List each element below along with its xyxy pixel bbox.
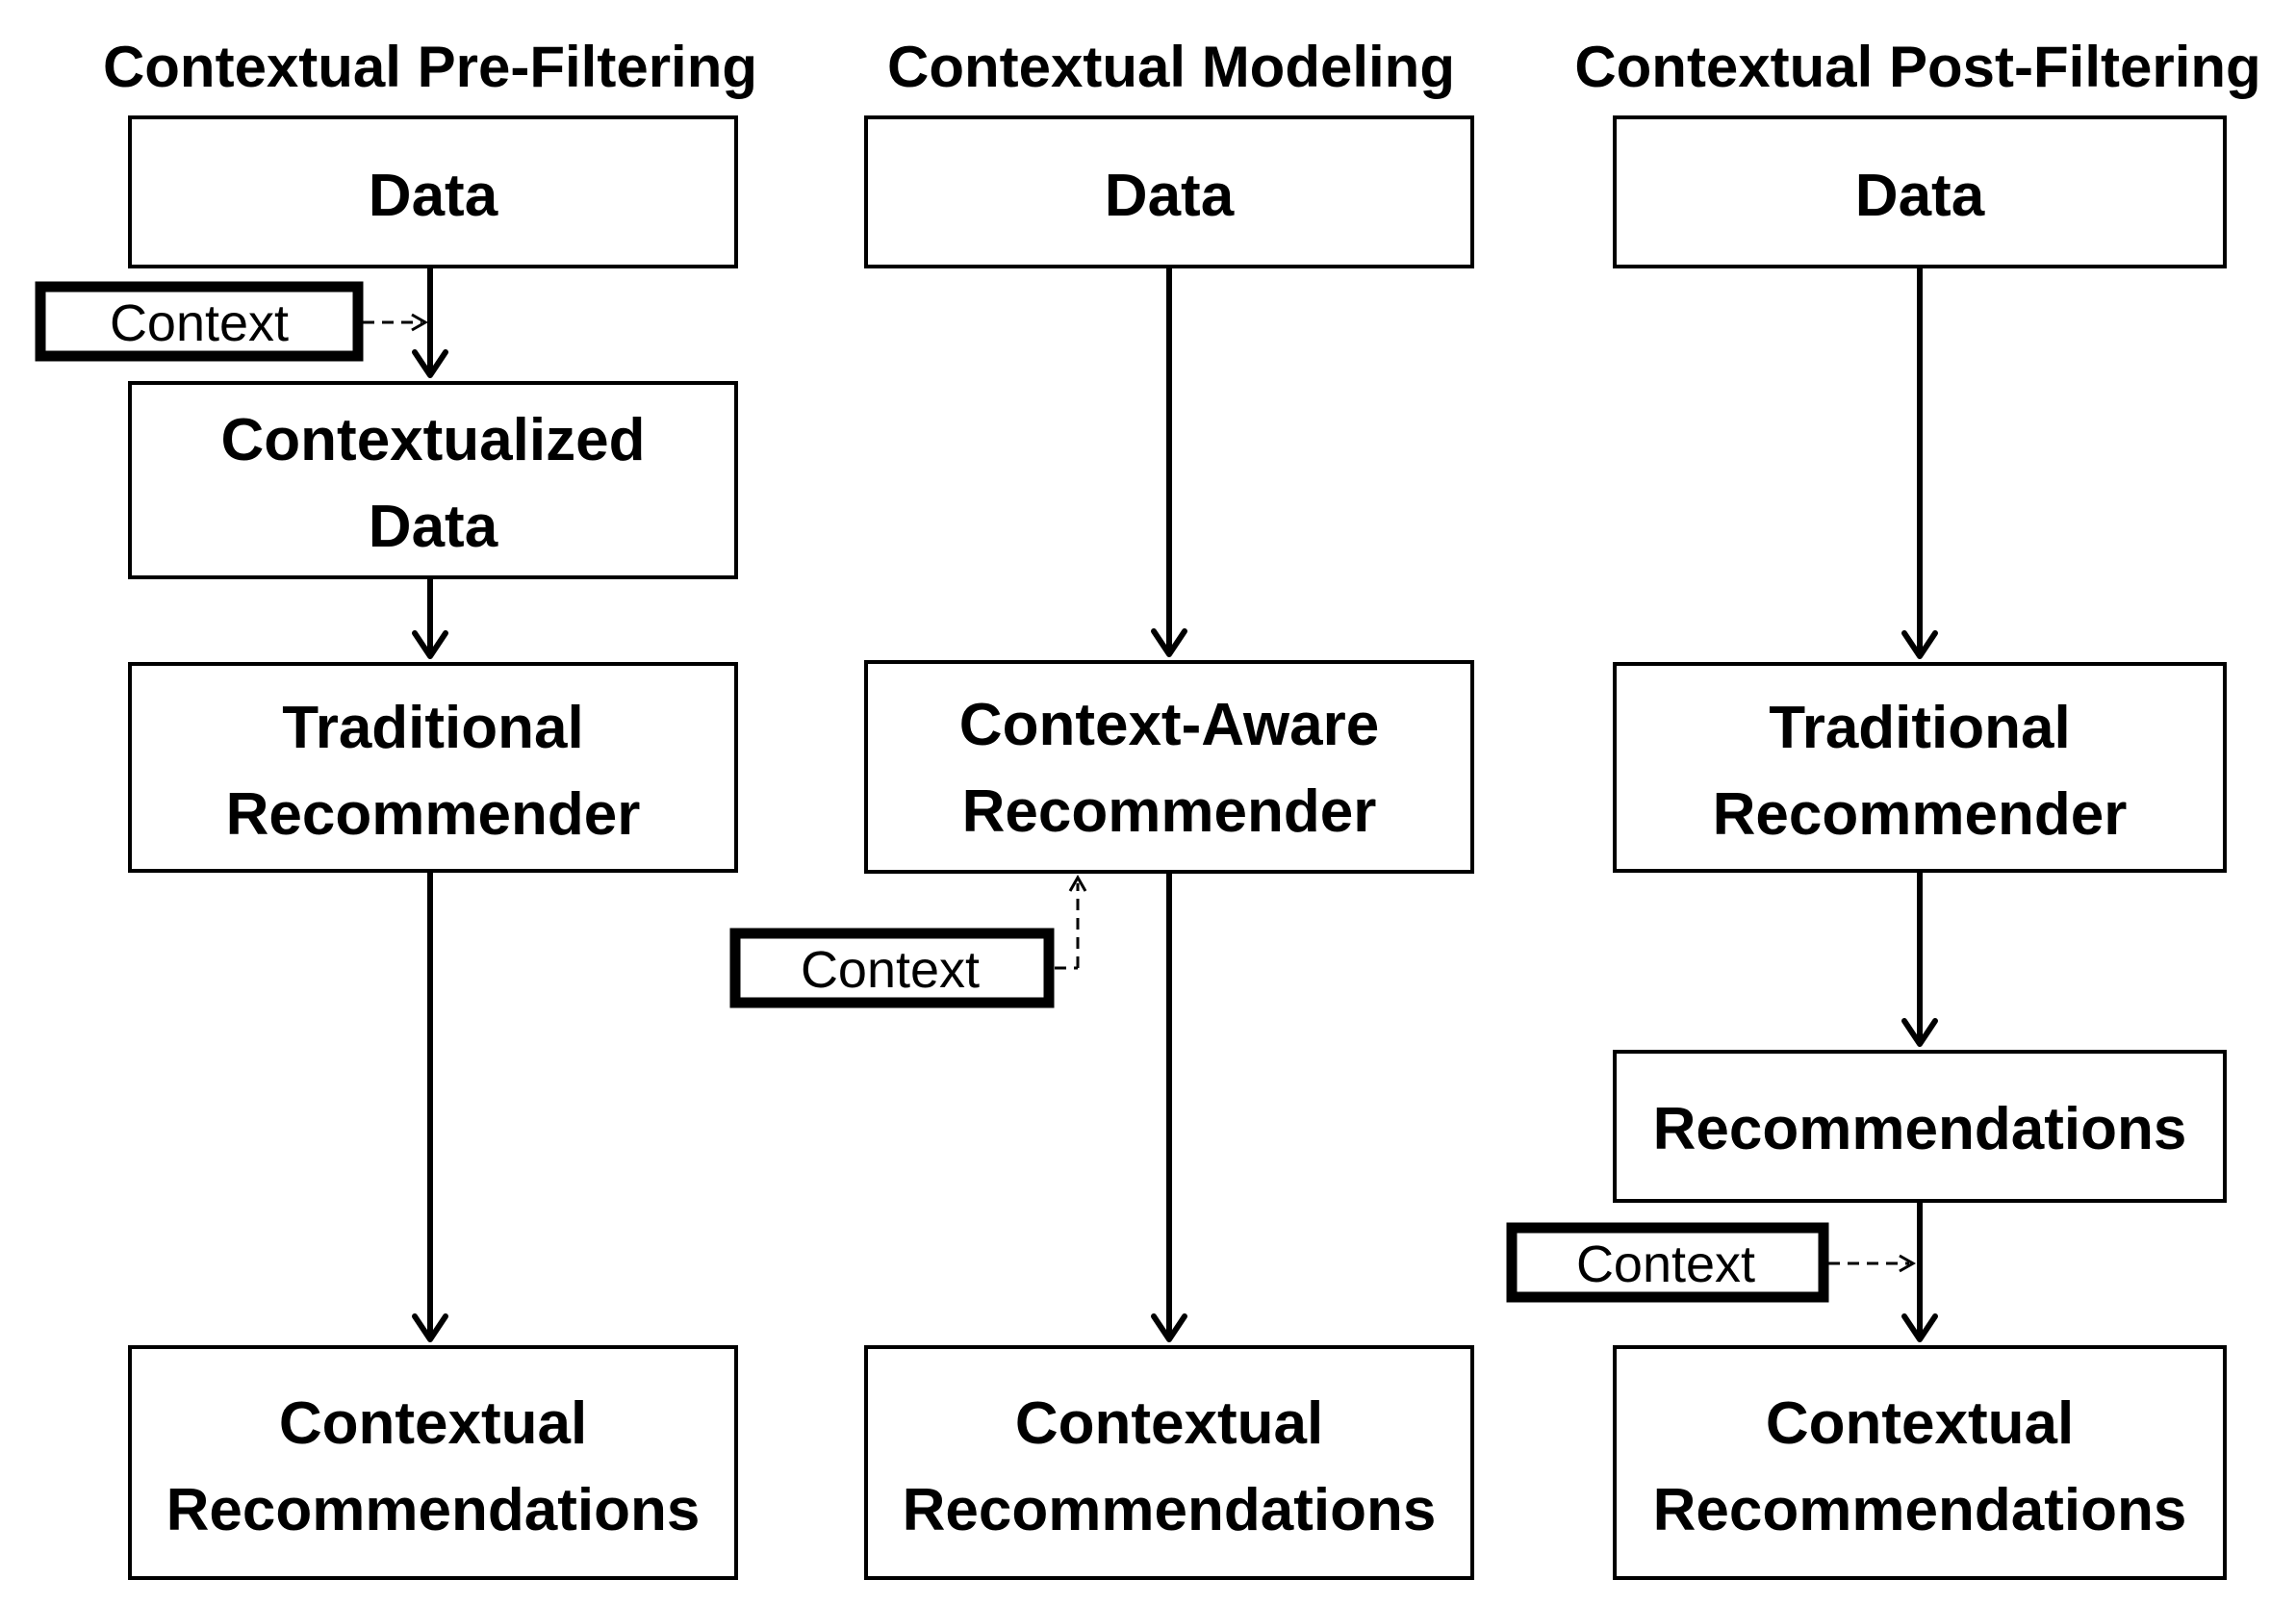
dashed-arrow-head bbox=[1068, 874, 1087, 892]
context-aware-recommender-box bbox=[864, 660, 1474, 874]
contextual-recommendations-box bbox=[864, 1345, 1474, 1580]
data-box bbox=[864, 115, 1474, 268]
context-box bbox=[729, 928, 1055, 1008]
contextualized-data-box bbox=[128, 381, 738, 579]
recommendations-box bbox=[1613, 1050, 2227, 1203]
data-box-label: Data bbox=[1105, 163, 1235, 229]
column-title-post-filtering: Contextual Post-Filtering bbox=[1574, 35, 2260, 99]
arrow-head bbox=[1151, 628, 1187, 657]
column-title-modeling: Contextual Modeling bbox=[887, 35, 1455, 99]
data-box bbox=[1613, 115, 2227, 268]
arrow-head bbox=[412, 1313, 448, 1342]
contextual-recommendations-box bbox=[1613, 1345, 2227, 1580]
dashed-arrow-head bbox=[1899, 1254, 1917, 1273]
context-box bbox=[35, 281, 364, 362]
arrow-head bbox=[412, 630, 448, 659]
context-box bbox=[1506, 1222, 1829, 1303]
arrow-head bbox=[1901, 1018, 1938, 1047]
arrow-head bbox=[1151, 1313, 1187, 1342]
traditional-recommender-box bbox=[1613, 662, 2227, 873]
contextual-recommendations-box bbox=[128, 1345, 738, 1580]
arrow-head bbox=[412, 349, 448, 378]
recommendations-label: Recommendations bbox=[1653, 1096, 2187, 1162]
context-box-label: Context bbox=[1576, 1236, 1755, 1293]
context-box-label: Context bbox=[110, 294, 289, 352]
data-box-label: Data bbox=[1855, 163, 1985, 229]
context-box-label: Context bbox=[801, 941, 980, 999]
data-box-label: Data bbox=[369, 163, 498, 229]
arrow-head bbox=[1901, 630, 1938, 659]
arrow-head bbox=[1901, 1313, 1938, 1342]
traditional-recommender-box bbox=[128, 662, 738, 873]
dashed-arrow-head bbox=[411, 313, 429, 332]
column-title-pre-filtering: Contextual Pre-Filtering bbox=[103, 35, 757, 99]
data-box bbox=[128, 115, 738, 268]
